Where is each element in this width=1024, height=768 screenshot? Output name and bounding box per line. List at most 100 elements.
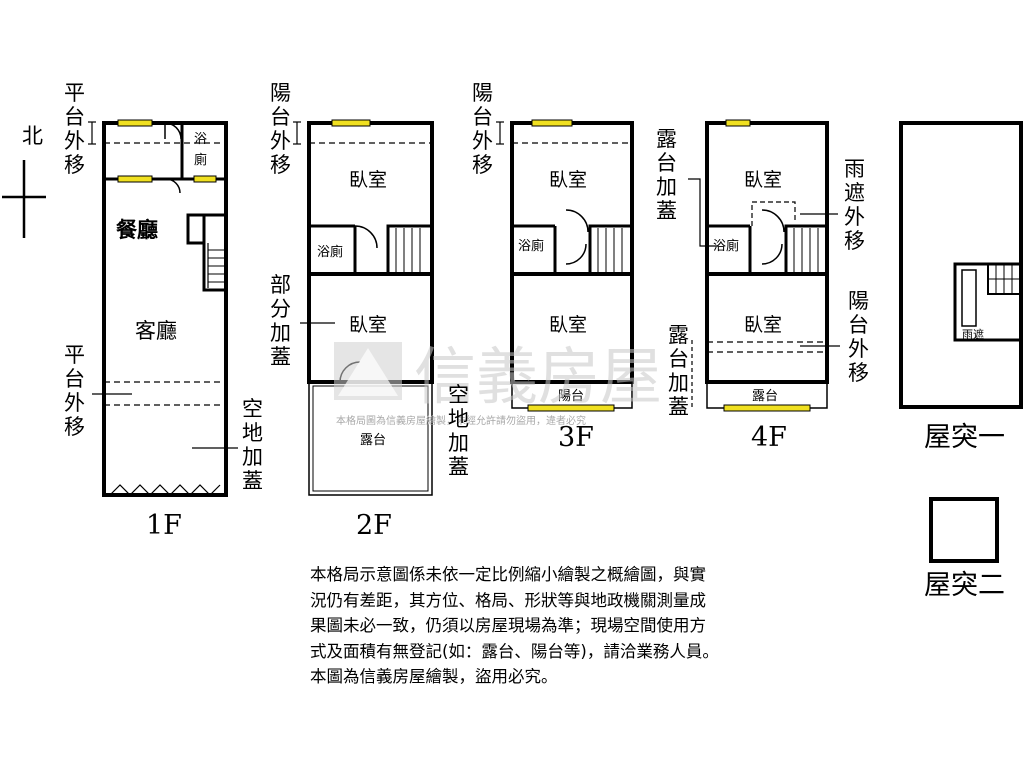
note-balcony-4f-char: 外 [848,337,869,361]
2f-bedroom-1: 臥室 [349,169,387,191]
4f-bedroom-1: 臥室 [744,169,782,191]
4f-bedroom-2: 臥室 [744,314,782,336]
note-rain-4f-char: 移 [844,229,865,253]
3f-bedroom-2: 臥室 [549,314,587,336]
1f-title: 1F [146,510,182,541]
note-balcony-3f-char: 外 [472,129,493,153]
note-balcony-3f-char: 台 [472,105,493,129]
watermark: 信義房屋 本格局圖為信義房屋繪製，未經允許請勿盜用，違者必究 [334,340,662,427]
3f-title: 3F [558,422,594,453]
roof-structures [899,121,1023,563]
4f-bath: 浴廁 [713,238,739,254]
note-terrace-add2-4f-char: 台 [668,347,689,371]
note-empty-land-2f-char: 空 [448,383,469,407]
note-balcony-4f-char: 陽 [848,289,869,313]
note-partial-2f-char: 蓋 [270,345,291,369]
note-platform-mid-char: 台 [64,367,85,391]
disclaimer-line: 式及面積有無登記(如：露台、陽台等)，請洽業務人員。 [310,641,719,661]
note-empty-land-1f-char: 空 [242,397,263,421]
1f-bath-label: 浴廁 浴 廁 [194,132,207,168]
note-balcony-4f-char: 台 [848,313,869,337]
svg-text:浴: 浴 [194,132,207,147]
2f-title: 2F [356,510,392,541]
1f-living-room: 客廳 [135,319,177,343]
note-platform-top-char: 平 [64,81,85,105]
3f-bath: 浴廁 [518,238,544,254]
note-terrace-add-4f-char: 台 [656,151,677,175]
note-empty-land-1f-char: 加 [242,445,263,469]
svg-text:廁: 廁 [194,152,207,168]
note-empty-land-1f-char: 地 [242,421,263,445]
roof1-title: 屋突一 [924,422,1005,453]
disclaimer-line: 本格局示意圖係未依一定比例縮小繪製之概繪圖，與實 [310,565,706,584]
2f-bedroom-2: 臥室 [349,314,387,336]
1f-stairs [202,213,228,292]
4f-window [725,119,751,127]
disclaimer: 本格局示意圖係未依一定比例縮小繪製之概繪圖，與實 況仍有差距，其方位、格局、形狀… [310,562,850,690]
note-rain-4f-char: 雨 [844,157,865,181]
1f-dining-room: 餐廳 [116,218,158,242]
disclaimer-line: 本圖為信義房屋繪製，盜用必究。 [310,667,558,686]
note-partial-2f-char: 加 [270,321,291,345]
floor-3f [496,119,634,412]
disclaimer-line: 果圖未必一致，仍須以房屋現場為準；現場空間使用方 [310,616,706,635]
note-partial-2f-char: 分 [270,297,291,321]
note-terrace-add2-4f-char: 蓋 [668,395,689,419]
floor-4f [688,119,840,412]
4f-window [723,404,811,412]
note-terrace-add2-4f-char: 加 [668,371,689,395]
note-balcony-3f-char: 陽 [472,81,493,105]
4f-terrace: 露台 [752,389,778,404]
vertical-notes: 平台外移平台外移空地加蓋陽台外移部分加蓋空地加蓋陽台外移露台加蓋雨遮外移陽台外移… [64,81,869,493]
note-terrace-add2-4f-char: 露 [668,323,689,347]
note-balcony-2f-char: 外 [270,129,291,153]
3f-stairs [588,224,634,276]
disclaimer-line: 況仍有差距，其方位、格局、形狀等與地政機關測量成 [310,590,706,610]
note-rain-4f-char: 外 [844,205,865,229]
watermark-brand: 信義房屋 [414,340,662,413]
4f-stairs [784,224,829,276]
note-empty-land-2f-char: 蓋 [448,455,469,479]
2f-terrace: 露台 [360,433,386,448]
1f-window [117,119,153,127]
note-empty-land-1f-char: 蓋 [242,469,263,493]
note-platform-top-char: 移 [64,153,85,177]
1f-folding-gate [109,484,221,496]
floor-1f [88,119,238,497]
3f-balcony: 陽台 [558,389,584,404]
note-partial-2f-char: 部 [270,273,291,297]
note-platform-mid-char: 外 [64,391,85,415]
3f-window [531,119,573,127]
note-balcony-2f-char: 移 [270,153,291,177]
4f-title: 4F [751,422,787,453]
note-balcony-3f-char: 移 [472,153,493,177]
roof1-rain-shelter: 雨遮 [962,327,984,341]
2f-stairs [386,224,434,276]
roof2-outline [929,497,999,563]
note-terrace-add-4f-char: 露 [656,127,677,151]
note-platform-mid-char: 平 [64,343,85,367]
note-balcony-4f-char: 移 [848,361,869,385]
note-empty-land-2f-char: 加 [448,431,469,455]
note-balcony-2f-char: 陽 [270,81,291,105]
note-platform-top-char: 外 [64,129,85,153]
roof2-title: 屋突二 [924,570,1005,601]
note-platform-mid-char: 移 [64,415,85,439]
watermark-sub: 本格局圖為信義房屋繪製，未經允許請勿盜用，違者必究 [336,414,586,427]
compass: 北 [2,124,46,238]
2f-bath: 浴廁 [317,244,343,260]
note-terrace-add-4f-char: 加 [656,175,677,199]
north-label: 北 [22,124,43,148]
note-platform-top-char: 台 [64,105,85,129]
2f-window [331,119,371,127]
